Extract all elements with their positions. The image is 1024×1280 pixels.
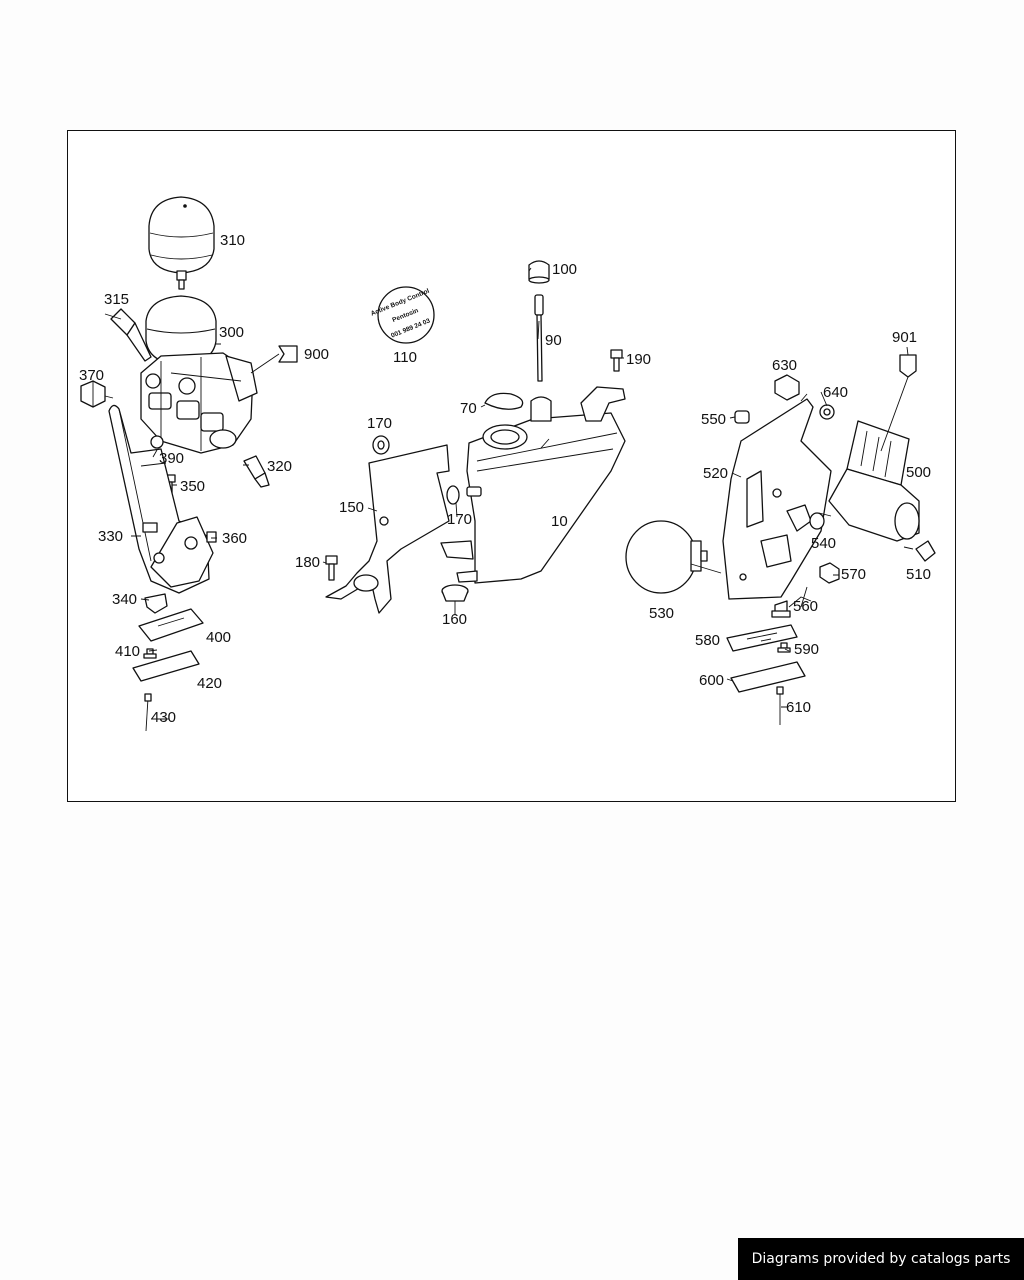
part-100-cap: [528, 260, 550, 284]
callout-110: 110: [393, 349, 417, 366]
callout-550: 550: [701, 411, 726, 428]
callout-340: 340: [112, 591, 137, 608]
part-150-bracket: [325, 444, 450, 614]
callout-420: 420: [197, 675, 222, 692]
callout-350: 350: [180, 478, 205, 495]
callout-530: 530: [649, 605, 674, 622]
callout-510: 510: [906, 566, 931, 583]
callout-70: 70: [460, 400, 477, 417]
callout-600: 600: [699, 672, 724, 689]
parts-exploded-diagram: Active Body Control Pentosin 001 989 24 …: [79, 196, 936, 732]
callout-390: 390: [159, 450, 184, 467]
callout-360: 360: [222, 530, 247, 547]
part-170-grommet-side: [446, 485, 482, 505]
part-170-grommet-top: [372, 435, 390, 455]
part-410-screw: [143, 648, 157, 659]
part-550-bolt: [734, 410, 750, 424]
part-70-gasket: [484, 392, 524, 410]
parts-diagram-frame: Active Body Control Pentosin 001 989 24 …: [67, 130, 956, 802]
part-430-cable-tie: [144, 693, 152, 732]
callout-180: 180: [295, 554, 320, 571]
callout-590: 590: [794, 641, 819, 658]
part-320-pressure-sensor: [243, 455, 270, 488]
callout-640: 640: [823, 384, 848, 401]
part-420-plate: [132, 650, 200, 682]
part-500-motor: [828, 420, 920, 542]
part-400-pad: [138, 608, 204, 642]
footer-text: Diagrams provided by catalogs parts: [751, 1251, 1011, 1267]
part-520-bracket: [722, 398, 832, 600]
part-590-screw: [777, 642, 791, 653]
part-370-union-nut: [80, 380, 106, 408]
callout-580: 580: [695, 632, 720, 649]
part-310-accumulator: [148, 196, 215, 290]
part-315-sensor: [110, 308, 152, 362]
callout-430: 430: [151, 709, 176, 726]
callout-190: 190: [626, 351, 651, 368]
callout-330: 330: [98, 528, 123, 545]
part-610-cable-tie: [776, 686, 784, 725]
callout-90: 90: [545, 332, 562, 349]
part-pump-assembly: [140, 352, 258, 454]
part-330-bracket: [108, 404, 214, 594]
part-570-nut: [819, 562, 840, 584]
callout-400: 400: [206, 629, 231, 646]
callout-570: 570: [841, 566, 866, 583]
part-190-bolt: [610, 349, 623, 372]
callout-500: 500: [906, 464, 931, 481]
part-160-mount: [441, 584, 469, 602]
callout-170-side: 170: [447, 511, 472, 528]
part-510-pressure-sensor: [915, 540, 936, 562]
callout-100: 100: [552, 261, 577, 278]
part-110-fluid-label: Active Body Control Pentosin 001 989 24 …: [370, 286, 435, 344]
part-90-dipstick: [534, 294, 544, 382]
callout-310: 310: [220, 232, 245, 249]
callout-540: 540: [811, 535, 836, 552]
part-530-accumulator: [625, 520, 708, 594]
callout-300: 300: [219, 324, 244, 341]
callout-900: 900: [304, 346, 329, 363]
part-340-mount: [144, 593, 168, 614]
part-560-mount: [771, 600, 791, 618]
callout-320: 320: [267, 458, 292, 475]
footer-banner: Diagrams provided by catalogs parts: [738, 1238, 1024, 1280]
part-900-connector: [278, 345, 298, 363]
callout-170-top: 170: [367, 415, 392, 432]
callout-610: 610: [786, 699, 811, 716]
part-540-washer: [809, 512, 825, 530]
part-630-union-nut: [774, 374, 800, 401]
part-600-plate: [730, 661, 806, 693]
callout-160: 160: [442, 611, 467, 628]
callout-370: 370: [79, 367, 104, 384]
part-10-reservoir: [440, 386, 626, 584]
part-180-bolt: [325, 555, 338, 581]
callout-410: 410: [115, 643, 140, 660]
callout-901: 901: [892, 329, 917, 346]
part-901-connector: [899, 354, 917, 378]
callout-560: 560: [793, 598, 818, 615]
part-580-pad: [726, 624, 798, 652]
part-360-bolt: [206, 531, 217, 543]
callout-315: 315: [104, 291, 129, 308]
callout-150: 150: [339, 499, 364, 516]
part-390-nut: [150, 435, 164, 449]
callout-10: 10: [551, 513, 568, 530]
callout-520: 520: [703, 465, 728, 482]
part-640-washer: [819, 404, 835, 420]
callout-630: 630: [772, 357, 797, 374]
